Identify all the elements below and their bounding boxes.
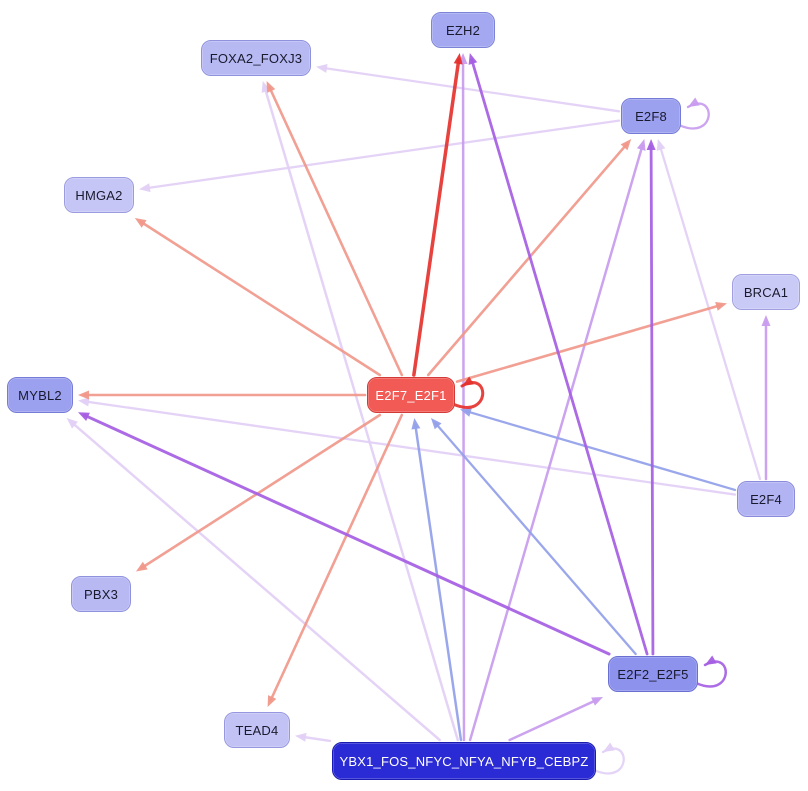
edge-E2F7_E2F1-to-EZH2 — [412, 58, 461, 377]
edge-E2F2_E2F5-to-E2F7_E2F1-arrowhead — [430, 418, 442, 430]
edge-YBX1_FOS_NFYC_NFYA_NFYB_CEBPZ-to-E2F2_E2F5-arrowhead — [591, 697, 604, 706]
node-label-YBX1_FOS_NFYC_NFYA_NFYB_CEBPZ: YBX1_FOS_NFYC_NFYA_NFYB_CEBPZ — [339, 753, 589, 769]
edge-YBX1_FOS_NFYC_NFYA_NFYB_CEBPZ-to-EZH2 — [461, 58, 466, 742]
node-E2F8[interactable]: E2F8 — [621, 98, 681, 134]
edge-E2F8-to-E2F8-arrowhead — [688, 97, 700, 107]
edge-YBX1_FOS_NFYC_NFYA_NFYB_CEBPZ-to-TEAD4-arrowhead — [295, 732, 307, 742]
node-label-E2F2_E2F5: E2F2_E2F5 — [617, 666, 689, 682]
edge-E2F8-to-FOXA2_FOXJ3-arrowhead — [316, 63, 328, 73]
edge-E2F8-to-HMGA2 — [144, 119, 621, 190]
edge-E2F7_E2F1-to-FOXA2_FOXJ3 — [268, 86, 404, 377]
edge-E2F2_E2F5-to-MYBL2 — [82, 413, 611, 656]
edge-YBX1_FOS_NFYC_NFYA_NFYB_CEBPZ-to-E2F2_E2F5 — [508, 698, 598, 742]
edge-E2F7_E2F1-to-MYBL2-arrowhead — [78, 390, 89, 400]
node-label-TEAD4: TEAD4 — [235, 722, 279, 738]
edge-E2F4-to-E2F7_E2F1 — [465, 410, 737, 492]
edge-E2F4-to-MYBL2 — [83, 400, 737, 496]
node-E2F2_E2F5[interactable]: E2F2_E2F5 — [608, 656, 698, 692]
node-label-HMGA2: HMGA2 — [75, 187, 123, 203]
edge-YBX1_FOS_NFYC_NFYA_NFYB_CEBPZ-to-MYBL2 — [70, 421, 441, 742]
edge-E2F2_E2F5-to-E2F8 — [649, 144, 655, 656]
edge-E2F2_E2F5-to-E2F7_E2F1 — [434, 422, 637, 656]
edge-YBX1_FOS_NFYC_NFYA_NFYB_CEBPZ-to-YBX1_FOS_NFYC_NFYA_NFYB_CEBPZ-arrowhead — [603, 742, 615, 752]
node-E2F4[interactable]: E2F4 — [737, 481, 795, 517]
edge-YBX1_FOS_NFYC_NFYA_NFYB_CEBPZ-to-FOXA2_FOXJ3 — [263, 86, 460, 742]
node-FOXA2_FOXJ3[interactable]: FOXA2_FOXJ3 — [201, 40, 311, 76]
edge-E2F7_E2F1-to-HMGA2-arrowhead — [134, 218, 147, 228]
edge-E2F2_E2F5-to-E2F8-arrowhead — [646, 139, 656, 151]
edge-YBX1_FOS_NFYC_NFYA_NFYB_CEBPZ-to-TEAD4 — [300, 735, 332, 743]
edge-E2F7_E2F1-to-E2F7_E2F1-arrowhead — [462, 376, 474, 386]
edge-E2F8-to-FOXA2_FOXJ3 — [321, 66, 621, 113]
edge-YBX1_FOS_NFYC_NFYA_NFYB_CEBPZ-to-E2F7_E2F1 — [414, 423, 463, 742]
edge-E2F7_E2F1-to-PBX3-arrowhead — [136, 561, 148, 572]
edge-E2F7_E2F1-to-TEAD4 — [269, 413, 404, 702]
node-label-FOXA2_FOXJ3: FOXA2_FOXJ3 — [209, 50, 303, 66]
edge-E2F7_E2F1-to-FOXA2_FOXJ3-arrowhead — [266, 81, 276, 93]
edge-E2F7_E2F1-to-EZH2-arrowhead — [453, 53, 463, 65]
edge-E2F7_E2F1-to-E2F8 — [426, 143, 628, 377]
edge-E2F7_E2F1-to-HMGA2 — [139, 220, 382, 377]
edge-YBX1_FOS_NFYC_NFYA_NFYB_CEBPZ-to-E2F8-arrowhead — [636, 139, 646, 151]
edge-E2F2_E2F5-to-MYBL2-arrowhead — [78, 412, 90, 421]
edge-E2F2_E2F5-to-EZH2-arrowhead — [468, 53, 478, 65]
node-E2F7_E2F1[interactable]: E2F7_E2F1 — [367, 377, 455, 413]
edge-YBX1_FOS_NFYC_NFYA_NFYB_CEBPZ-to-E2F8 — [468, 144, 644, 742]
node-label-MYBL2: MYBL2 — [18, 387, 62, 403]
node-HMGA2[interactable]: HMGA2 — [64, 177, 134, 213]
node-label-BRCA1: BRCA1 — [743, 284, 789, 300]
node-label-E2F7_E2F1: E2F7_E2F1 — [375, 387, 447, 403]
edge-E2F7_E2F1-to-PBX3 — [140, 413, 382, 570]
edge-E2F4-to-MYBL2-arrowhead — [78, 397, 90, 407]
node-label-EZH2: EZH2 — [445, 22, 481, 38]
edge-E2F4-to-E2F8 — [658, 144, 762, 481]
node-label-PBX3: PBX3 — [83, 586, 119, 602]
edge-E2F7_E2F1-to-BRCA1-arrowhead — [715, 302, 727, 311]
edge-E2F2_E2F5-to-EZH2 — [470, 58, 649, 656]
edge-E2F4-to-E2F8-arrowhead — [656, 139, 666, 151]
edge-E2F7_E2F1-to-TEAD4-arrowhead — [267, 695, 277, 707]
node-label-E2F8: E2F8 — [635, 108, 667, 124]
edge-YBX1_FOS_NFYC_NFYA_NFYB_CEBPZ-to-E2F7_E2F1-arrowhead — [411, 418, 421, 430]
edge-E2F2_E2F5-to-E2F2_E2F5-arrowhead — [705, 655, 717, 665]
node-BRCA1[interactable]: BRCA1 — [732, 274, 800, 310]
edge-E2F4-to-E2F7_E2F1-arrowhead — [460, 408, 472, 417]
edge-E2F4-to-BRCA1-arrowhead — [761, 315, 771, 326]
edge-E2F7_E2F1-to-E2F8-arrowhead — [620, 139, 632, 151]
edge-YBX1_FOS_NFYC_NFYA_NFYB_CEBPZ-to-MYBL2-arrowhead — [66, 418, 78, 429]
node-TEAD4[interactable]: TEAD4 — [224, 712, 290, 748]
node-label-E2F4: E2F4 — [750, 491, 782, 507]
edge-E2F8-to-HMGA2-arrowhead — [139, 183, 151, 193]
node-PBX3[interactable]: PBX3 — [71, 576, 131, 612]
node-YBX1_FOS_NFYC_NFYA_NFYB_CEBPZ[interactable]: YBX1_FOS_NFYC_NFYA_NFYB_CEBPZ — [332, 742, 596, 780]
node-MYBL2[interactable]: MYBL2 — [7, 377, 73, 413]
node-EZH2[interactable]: EZH2 — [431, 12, 495, 48]
edge-E2F7_E2F1-to-BRCA1 — [455, 303, 722, 383]
